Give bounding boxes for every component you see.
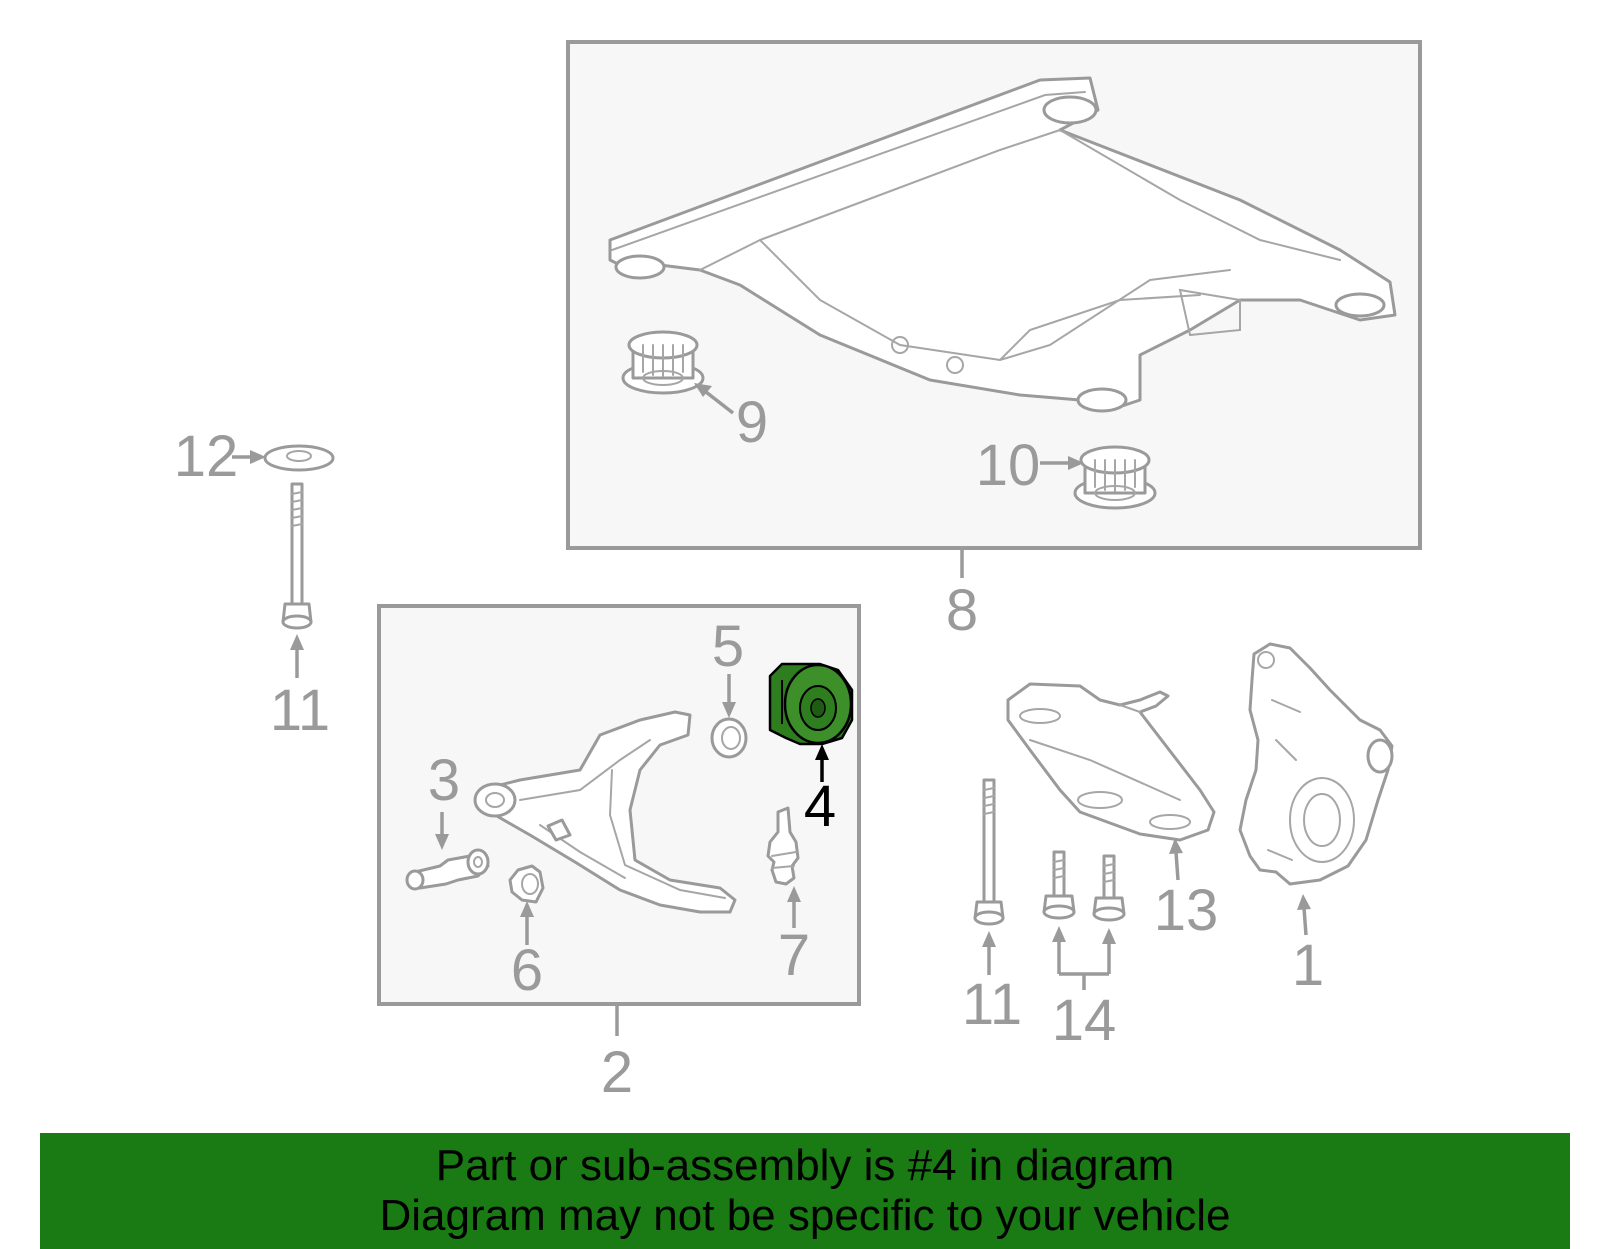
steering-knuckle-1-drawing: [1238, 642, 1394, 886]
bracket-13-drawing: [1006, 682, 1216, 842]
callout-3: 3: [428, 748, 460, 813]
bushing-3-drawing: [405, 848, 490, 891]
callout-10: 10: [976, 433, 1041, 498]
callout-4-arrow: [815, 744, 829, 782]
bolt-11-right-drawing: [973, 778, 1005, 926]
cradle-mount-9-drawing: [621, 330, 705, 395]
callout-7: 7: [778, 923, 810, 988]
callout-9-arrow: [694, 383, 735, 415]
callout-11-left-arrow: [290, 634, 304, 678]
lower-control-arm-drawing: [473, 710, 737, 914]
callout-1-arrow: [1297, 894, 1311, 936]
bushing-6-drawing: [508, 864, 545, 904]
callout-11-right-arrow: [982, 931, 996, 975]
callout-1: 1: [1292, 933, 1324, 998]
seal-5-drawing: [710, 717, 748, 759]
callout-3-arrow: [435, 812, 449, 850]
banner-line-1: Part or sub-assembly is #4 in diagram: [435, 1141, 1175, 1190]
bolts-14-drawing: [1042, 850, 1126, 922]
bolt-11-left-drawing: [281, 482, 313, 630]
callout-5-arrow: [722, 674, 736, 718]
callout-12-arrow: [232, 450, 266, 464]
bushing-4-highlighted-drawing[interactable]: [768, 662, 854, 746]
callout-5: 5: [712, 614, 744, 679]
callout-13: 13: [1154, 878, 1219, 943]
callout-14: 14: [1052, 988, 1117, 1053]
cradle-mount-10-drawing: [1073, 445, 1157, 510]
callout-11-left: 11: [270, 678, 330, 743]
washer-12-drawing: [263, 444, 335, 472]
callout-14-bracket: [1052, 926, 1116, 990]
callout-10-arrow: [1040, 456, 1084, 470]
ball-joint-7-drawing: [766, 806, 800, 886]
callout-12: 12: [174, 424, 239, 489]
callout-13-arrow: [1169, 838, 1183, 881]
callout-2: 2: [601, 1040, 633, 1105]
callout-11-right: 11: [962, 972, 1022, 1037]
info-banner: Part or sub-assembly is #4 in diagram Di…: [40, 1133, 1570, 1249]
banner-line-2: Diagram may not be specific to your vehi…: [379, 1191, 1231, 1240]
callout-8: 8: [946, 578, 978, 643]
callout-7-arrow: [787, 886, 801, 928]
callout-9: 9: [736, 390, 768, 455]
callout-4: 4: [804, 774, 836, 839]
callout-6: 6: [511, 938, 543, 1003]
engine-cradle-drawing: [608, 76, 1397, 413]
callout-6-arrow: [520, 901, 534, 945]
